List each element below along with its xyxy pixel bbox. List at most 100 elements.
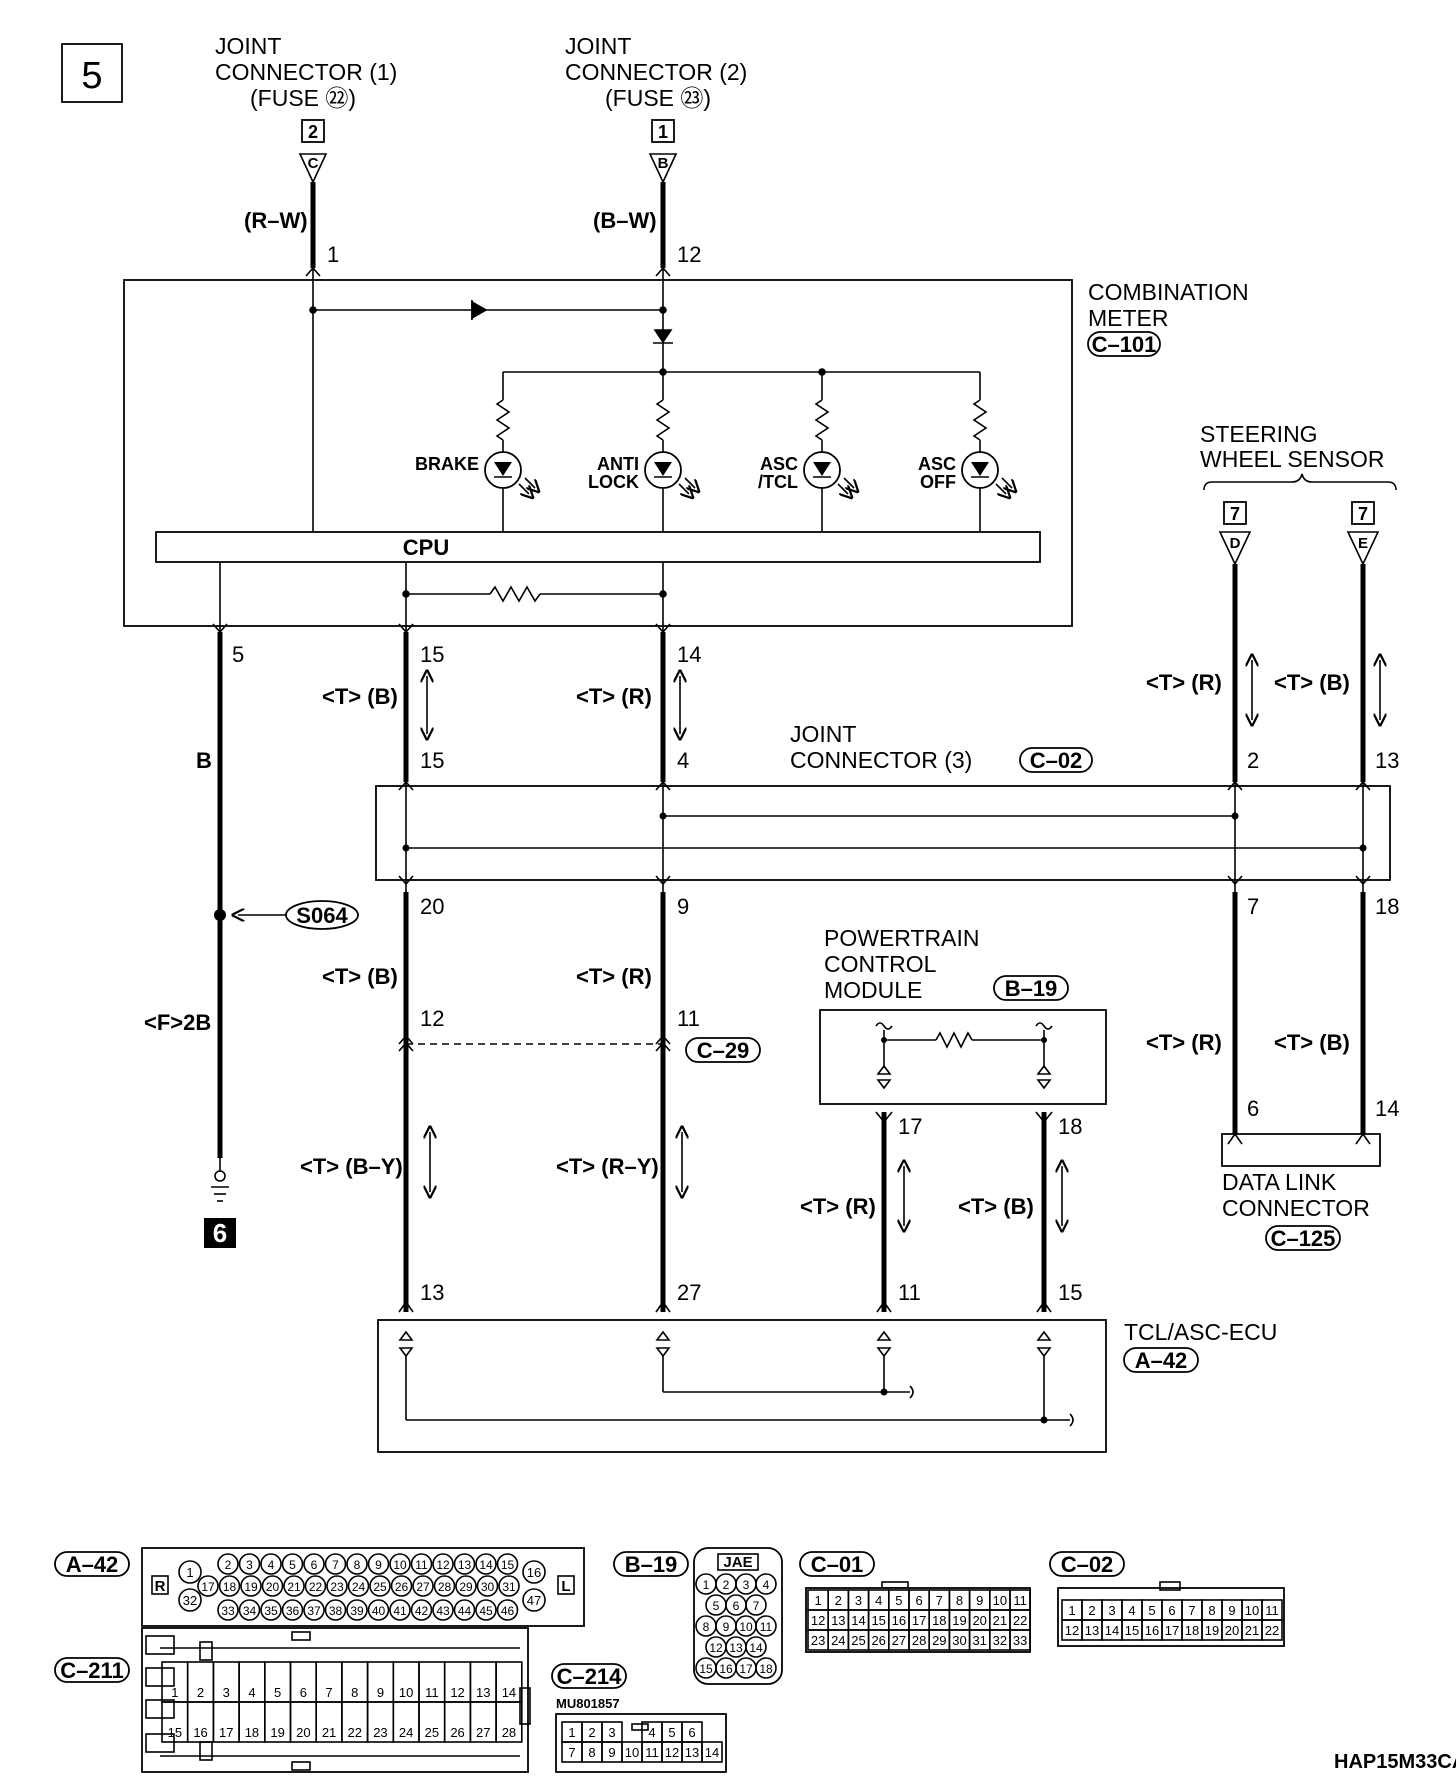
- pcm-pin-18: 18: [1058, 1114, 1082, 1139]
- jc3-pin-13: 13: [1375, 748, 1399, 773]
- b19-pin: 3: [743, 1578, 750, 1592]
- wire-label-tb-4: <T> (B): [1274, 1030, 1350, 1055]
- a42-pin: 17: [201, 1580, 215, 1594]
- b19-pin: 8: [703, 1620, 710, 1634]
- c211-pin: 20: [296, 1725, 310, 1740]
- lamp-label-2: /TCL: [758, 472, 798, 492]
- lamp-label-2: OFF: [920, 472, 956, 492]
- a42-pin: 6: [311, 1558, 318, 1572]
- b19-pin: 17: [739, 1662, 753, 1676]
- a42-pin: 11: [415, 1558, 428, 1572]
- b19-pin: 10: [739, 1620, 753, 1634]
- c211-pin: 12: [450, 1685, 464, 1700]
- wire-label-b: B: [196, 748, 212, 773]
- c02-pin: 7: [1188, 1603, 1195, 1618]
- a42-pin: 42: [415, 1604, 429, 1618]
- ecu-pin-15: 15: [1058, 1280, 1082, 1305]
- connector-c29: 12 11 C–29: [398, 1006, 761, 1063]
- wire-label-tby: <T> (B–Y): [300, 1154, 403, 1179]
- a42-face-label: A–42: [66, 1552, 119, 1577]
- c211-pin: 18: [245, 1725, 259, 1740]
- c01-pin: 26: [871, 1633, 885, 1648]
- c211-pin: 22: [348, 1725, 362, 1740]
- a42-pin: 40: [372, 1604, 386, 1618]
- a42-pin: 20: [266, 1580, 280, 1594]
- pcm-line1: POWERTRAIN: [824, 925, 979, 951]
- a42-pin: 14: [479, 1558, 493, 1572]
- c214-pin: 11: [645, 1745, 659, 1760]
- meter-title-2: METER: [1088, 305, 1169, 331]
- ground-ref: 6: [213, 1218, 227, 1248]
- wire-label-tb-3: <T> (B): [322, 964, 398, 989]
- ecu-pin-11: 11: [898, 1280, 921, 1305]
- joint-connector-1: JOINT CONNECTOR (1) (FUSE ㉒) 2 C (R–W) 1: [215, 33, 397, 267]
- c01-pin: 7: [936, 1593, 943, 1608]
- c211-face-label: C–211: [60, 1658, 124, 1683]
- c211-pin: 11: [425, 1685, 439, 1700]
- c211-pin: 25: [425, 1725, 439, 1740]
- lamp-label-1: ASC: [760, 454, 798, 474]
- c02-pin: 22: [1265, 1623, 1279, 1638]
- c01-pin: 9: [976, 1593, 983, 1608]
- steering-wheel-sensor: STEERING WHEEL SENSOR 7 D 7 E: [1200, 421, 1397, 566]
- c211-pin: 4: [248, 1685, 255, 1700]
- wire-label-tb-1: <T> (B): [322, 684, 398, 709]
- wire-harness: [217, 564, 1366, 1312]
- c02-pin: 4: [1128, 1603, 1135, 1618]
- b19-pin: 4: [763, 1578, 770, 1592]
- c214-pin: 1: [568, 1725, 575, 1740]
- a42-pin: 44: [458, 1604, 472, 1618]
- jc3-pin-2: 2: [1247, 748, 1259, 773]
- a42-pin: 3: [246, 1558, 253, 1572]
- a42-pin: 34: [243, 1604, 257, 1618]
- c01-pin: 2: [835, 1593, 842, 1608]
- c02-pin: 19: [1205, 1623, 1219, 1638]
- c01-pin: 1: [814, 1593, 821, 1608]
- c211-pin: 21: [322, 1725, 336, 1740]
- c211-pin: 23: [373, 1725, 387, 1740]
- a42-pin: 45: [479, 1604, 493, 1618]
- lamp-label-2: LOCK: [588, 472, 639, 492]
- pcm-line3: MODULE: [824, 977, 922, 1003]
- signal-direction-arrows: [427, 660, 1380, 1226]
- jc3-pin-9: 9: [677, 894, 689, 919]
- c29-pin-11: 11: [677, 1006, 700, 1031]
- c02-pin: 17: [1165, 1623, 1179, 1638]
- jc2-line1: JOINT: [565, 33, 631, 59]
- wire-label-tr-2: <T> (R): [1146, 670, 1222, 695]
- wire-label-tb-2: <T> (B): [1274, 670, 1350, 695]
- c01-pin: 17: [912, 1613, 926, 1628]
- c02-pin: 5: [1148, 1603, 1155, 1618]
- a42-pin: 46: [501, 1604, 515, 1618]
- jc1-term: 1: [327, 242, 339, 267]
- c214-part: MU801857: [556, 1696, 620, 1711]
- meter-pin-15: 15: [420, 642, 444, 667]
- b19-maker: JAE: [723, 1554, 752, 1571]
- c211-pin: 9: [377, 1685, 384, 1700]
- lamp-label-1: ASC: [918, 454, 956, 474]
- a42-pin: 36: [286, 1604, 300, 1618]
- a42-side-right: L: [561, 1578, 570, 1595]
- combination-meter-box: [123, 279, 1073, 627]
- a42-pin: 21: [287, 1580, 301, 1594]
- c01-pin: 30: [952, 1633, 966, 1648]
- ground-symbol: 6: [204, 1158, 236, 1248]
- c01-pin: 18: [932, 1613, 946, 1628]
- c01-pin: 3: [855, 1593, 862, 1608]
- drawing-code: HAP15M33CA: [1334, 1751, 1456, 1773]
- c211-pin: 10: [399, 1685, 413, 1700]
- a42-pin: 19: [244, 1580, 258, 1594]
- a42-pin: 15: [501, 1558, 515, 1572]
- wire-label-try: <T> (R–Y): [556, 1154, 659, 1179]
- b19-pin: 6: [733, 1599, 740, 1613]
- c01-pin: 10: [993, 1593, 1007, 1608]
- c214-pin: 14: [705, 1745, 719, 1760]
- c211-pin: 19: [270, 1725, 284, 1740]
- c29-pin-12: 12: [420, 1006, 444, 1031]
- a42-pin: 28: [438, 1580, 452, 1594]
- jc1-box-num: 2: [308, 122, 318, 142]
- wire-label-tr-4: <T> (R): [1146, 1030, 1222, 1055]
- c211-pin: 14: [502, 1685, 516, 1700]
- cpu-label: CPU: [403, 535, 449, 560]
